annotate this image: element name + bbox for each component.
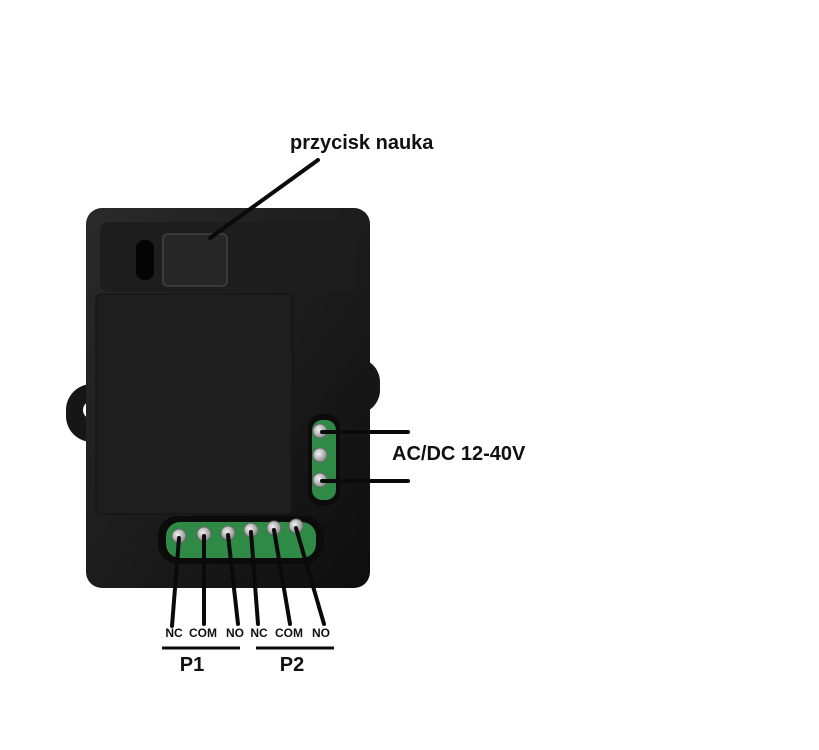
terminal-label-p1-com: COM (189, 626, 217, 640)
power-terminal-block (308, 414, 340, 506)
group-label-p1: P1 (179, 654, 205, 676)
front-label-panel (95, 293, 293, 515)
relay-leader-6 (294, 526, 326, 626)
relay-leader-5 (272, 528, 292, 626)
power-screw-2 (312, 447, 328, 463)
power-input-label: AC/DC 12-40V (392, 443, 526, 465)
learn-button[interactable] (162, 233, 228, 287)
indicator-slot (136, 240, 154, 280)
terminal-label-p1-nc: NC (165, 626, 183, 640)
relay-leader-1 (170, 536, 181, 628)
group-label-p2: P2 (279, 654, 305, 676)
terminal-label-p2-com: COM (275, 626, 303, 640)
relay-terminal-block (158, 516, 324, 564)
relay-leader-3 (226, 533, 240, 626)
terminal-label-p2-nc: NC (250, 626, 268, 640)
terminal-label-p2-no: NO (312, 626, 330, 640)
learn-button-label: przycisk nauka (290, 132, 434, 154)
relay-leader-4 (249, 530, 260, 626)
learn-button-leader (208, 158, 320, 240)
terminal-label-p1-no: NO (226, 626, 244, 640)
